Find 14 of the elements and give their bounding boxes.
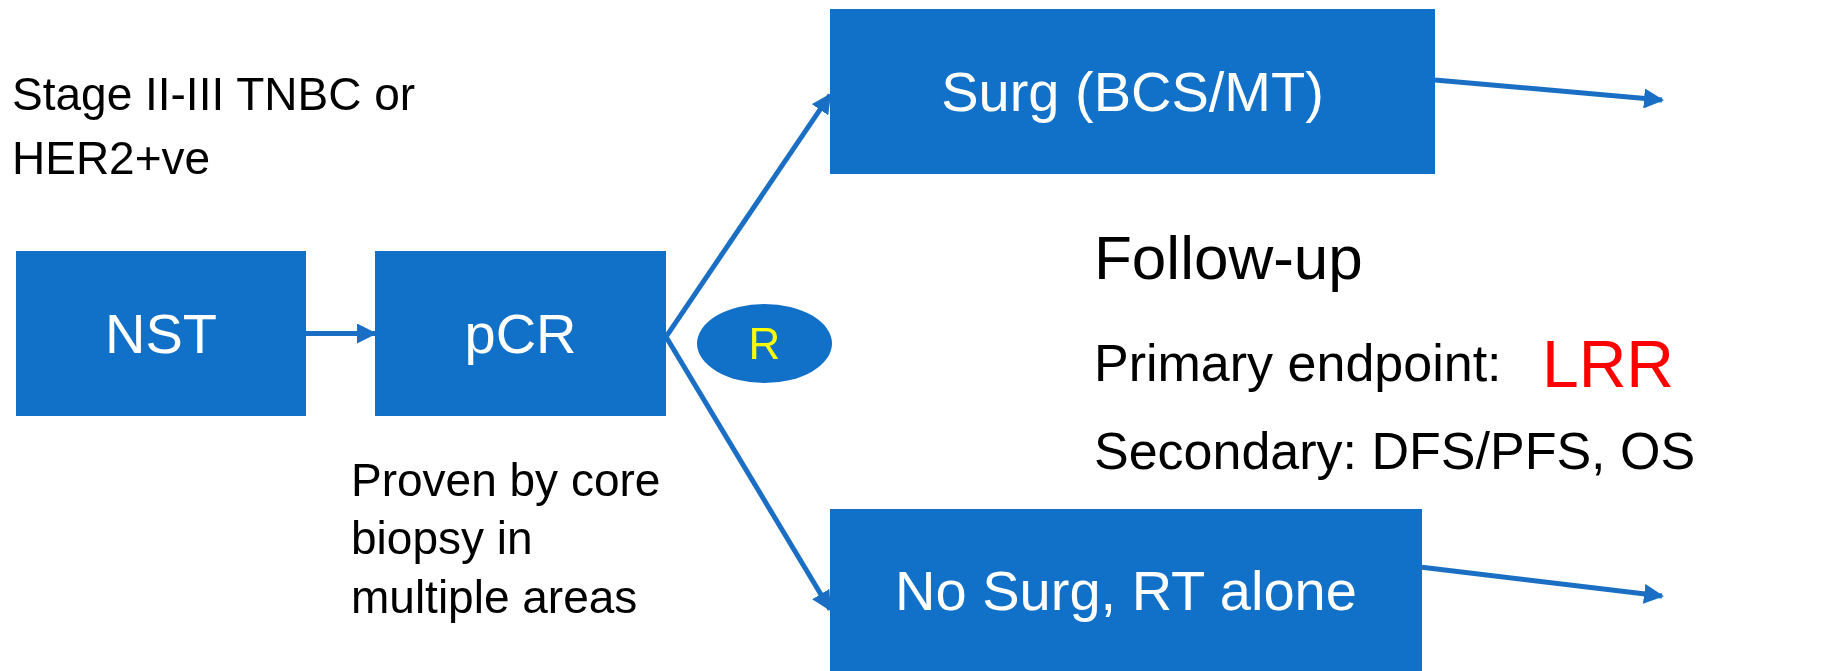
arrow [1434,77,1664,109]
inclusion-criteria-text: Stage II-III TNBC or HER2+ve [12,67,417,187]
process-box: pCR [375,251,666,416]
endpoint-value: LRR [1542,326,1676,403]
process-box: Surg (BCS/MT) [830,9,1435,174]
process-box: No Surg, RT alone [830,509,1422,671]
node-caption: Proven by core biopsy in multiple areas [351,453,662,625]
randomization-circle: R [697,304,832,383]
arrow [306,323,377,344]
arrow [1421,564,1664,604]
endpoint-label: Primary endpoint: [1094,333,1503,394]
process-box: NST [16,251,306,416]
secondary-endpoints-text: Secondary: DFS/PFS, OS [1094,421,1697,482]
follow-up-heading: Follow-up [1094,222,1364,294]
